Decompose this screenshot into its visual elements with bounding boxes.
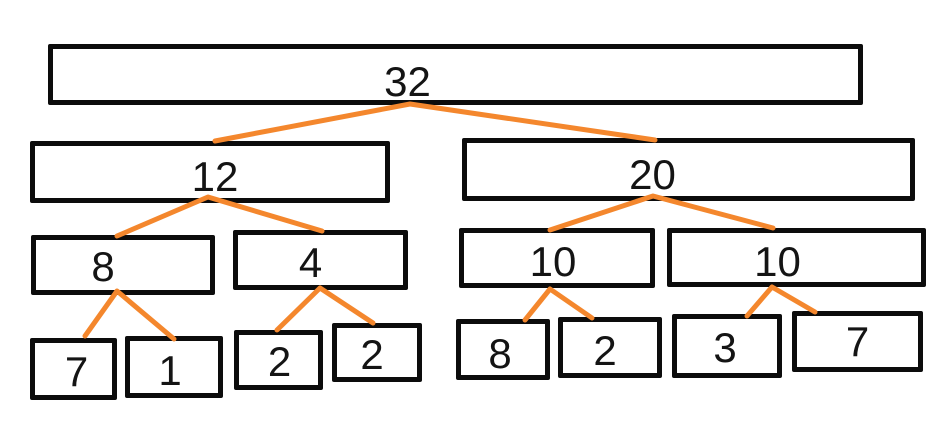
box-value: 7 xyxy=(64,348,89,395)
connector-8-to-7-1 xyxy=(82,288,177,342)
connector-32-to-12-20 xyxy=(212,101,658,144)
box-10-right: 10 xyxy=(667,228,926,287)
box-2-a: 2 xyxy=(234,330,323,390)
box-1: 1 xyxy=(125,336,223,398)
box-value: 32 xyxy=(384,57,431,105)
box-value: 4 xyxy=(298,239,323,286)
connector-20-to-10-10 xyxy=(547,193,776,233)
box-10-left: 10 xyxy=(459,228,655,288)
box-8-bottom: 8 xyxy=(456,319,550,380)
box-value: 8 xyxy=(488,329,512,377)
box-value: 1 xyxy=(158,347,182,394)
box-value: 20 xyxy=(629,150,676,198)
box-value: 10 xyxy=(529,238,577,285)
box-32: 32 xyxy=(48,44,863,105)
box-value: 2 xyxy=(593,326,617,374)
box-value: 2 xyxy=(360,330,384,378)
box-2-c: 2 xyxy=(558,317,662,378)
box-4: 4 xyxy=(233,230,408,290)
box-2-b: 2 xyxy=(332,323,422,382)
box-value: 2 xyxy=(267,338,292,385)
box-8: 8 xyxy=(31,235,215,295)
connector-10-to-8-2 xyxy=(522,286,595,323)
box-value: 3 xyxy=(713,324,737,371)
box-3: 3 xyxy=(672,314,782,378)
box-20: 20 xyxy=(462,138,915,201)
box-value: 7 xyxy=(845,317,870,365)
box-value: 8 xyxy=(91,243,115,290)
box-value: 12 xyxy=(191,153,239,200)
box-value: 10 xyxy=(754,237,801,285)
box-7-right: 7 xyxy=(792,311,923,372)
box-12: 12 xyxy=(30,141,390,203)
box-7-left: 7 xyxy=(30,338,117,400)
